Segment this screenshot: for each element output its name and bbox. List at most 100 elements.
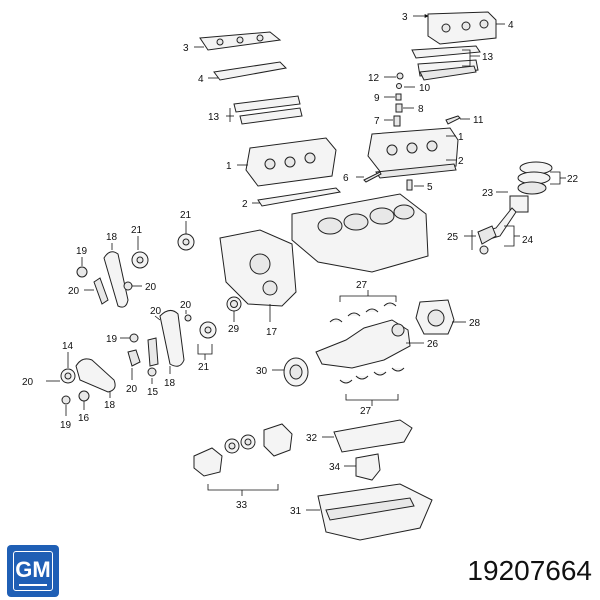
callout-19-a: 19	[76, 246, 88, 257]
leader-11: 11	[460, 115, 484, 126]
leader-22: 22	[550, 171, 579, 185]
leader-2-right: 2	[446, 156, 464, 167]
main-bearings-lower: 27	[339, 367, 405, 417]
callout-15: 15	[147, 387, 159, 398]
seal-29: 29	[226, 296, 242, 335]
callout-13-left: 13	[208, 112, 220, 123]
callout-9: 9	[374, 93, 380, 104]
leader-2-left: 2	[242, 199, 260, 210]
leader-5: 5	[406, 179, 433, 193]
valve-cover-right	[427, 11, 497, 45]
leader-30: 30	[256, 366, 284, 377]
leader-20-d: 20	[180, 300, 192, 314]
sprocket-21-upper: 21	[177, 210, 195, 251]
valve-cover-left	[199, 31, 282, 51]
leader-15: 15	[147, 378, 159, 398]
callout-22: 22	[567, 174, 579, 185]
timing-cover	[219, 229, 297, 307]
callout-24: 24	[522, 235, 534, 246]
leader-3-top: 3	[402, 12, 429, 23]
callout-25: 25	[447, 232, 459, 243]
leader-20-e: 20	[126, 368, 138, 395]
callout-2: 2	[458, 156, 464, 167]
leader-18-c: 18	[104, 392, 116, 411]
callout-4: 4	[508, 20, 514, 31]
valve-cover-gasket-left	[213, 61, 288, 81]
cylinder-head-left	[245, 137, 337, 187]
head-gasket-left	[257, 171, 382, 207]
callout-8: 8	[418, 104, 424, 115]
leader-21-b: 21	[197, 344, 213, 373]
callout-5: 5	[427, 182, 433, 193]
leader-20-a: 20	[68, 286, 94, 297]
leader-12: 12	[368, 73, 396, 84]
leader-4-left: 4	[198, 74, 218, 85]
callout-16: 16	[78, 413, 90, 424]
callout-20-f: 20	[22, 377, 34, 388]
gm-logo-underline	[19, 584, 47, 586]
leader-19-a: 19	[76, 246, 88, 266]
callout-20-e: 20	[126, 384, 138, 395]
gm-logo-text: GM	[15, 557, 51, 582]
callout-21-c: 21	[198, 362, 210, 373]
callout-23: 23	[482, 188, 494, 199]
leader-3-left: 3	[183, 43, 204, 54]
callout-32: 32	[306, 433, 318, 444]
leader-17: 17	[266, 304, 278, 338]
callout-3: 3	[402, 12, 408, 23]
callout-30: 30	[256, 366, 268, 377]
gm-logo-frame	[13, 551, 53, 591]
leader-19-c: 19	[60, 405, 72, 431]
valve-train-small-parts	[393, 72, 461, 127]
leader-18-b: 18	[164, 366, 176, 389]
gm-logo: GM	[7, 545, 59, 597]
windage-tray	[333, 419, 413, 453]
callout-20-c: 20	[150, 306, 162, 317]
callout-17: 17	[266, 327, 278, 338]
callout-12: 12	[368, 73, 380, 84]
callout-4-left: 4	[198, 74, 204, 85]
leader-7: 7	[374, 116, 393, 127]
callout-7: 7	[374, 116, 380, 127]
callout-20-a: 20	[68, 286, 80, 297]
callout-19-c: 19	[60, 420, 72, 431]
callout-20-b: 20	[145, 282, 157, 293]
callout-18-a: 18	[106, 232, 118, 243]
leader-1-right: 1	[446, 132, 464, 143]
leader-19-b: 19	[106, 334, 130, 345]
leader-25: 25	[447, 230, 476, 250]
oil-pan	[317, 483, 433, 541]
callout-13: 13	[482, 52, 494, 63]
leader-14: 14	[62, 341, 74, 368]
callout-34: 34	[329, 462, 341, 473]
timing-chain-lower-left	[60, 358, 116, 405]
leader-6: 6	[343, 173, 364, 184]
part-number: 19207664	[467, 555, 592, 586]
leader-34: 34	[329, 462, 356, 473]
valve-cover-gasket-right	[411, 45, 481, 81]
leader-13-top: 13	[462, 49, 494, 67]
callout-18-b: 18	[164, 378, 176, 389]
leader-9: 9	[374, 93, 395, 104]
leader-32: 32	[306, 433, 334, 444]
cylinder-head-right	[367, 127, 459, 179]
callout-21-b: 21	[131, 225, 143, 236]
leader-26: 26	[406, 339, 439, 350]
callout-29: 29	[228, 324, 240, 335]
rear-main-seal	[415, 299, 455, 335]
leader-10: 10	[404, 83, 431, 94]
callout-31: 31	[290, 506, 302, 517]
leader-4-top: 4	[496, 20, 514, 31]
leader-16: 16	[78, 401, 90, 424]
callout-2-left: 2	[242, 199, 248, 210]
callout-33: 33	[236, 500, 248, 511]
callout-1: 1	[458, 132, 464, 143]
oil-pump-assembly: 33	[193, 423, 293, 511]
engine-block	[291, 193, 429, 273]
oil-pickup	[355, 453, 381, 481]
leader-20-b: 20	[132, 282, 157, 293]
callout-11: 11	[473, 115, 484, 126]
callout-20-d: 20	[180, 300, 192, 311]
crankshaft	[315, 319, 411, 369]
